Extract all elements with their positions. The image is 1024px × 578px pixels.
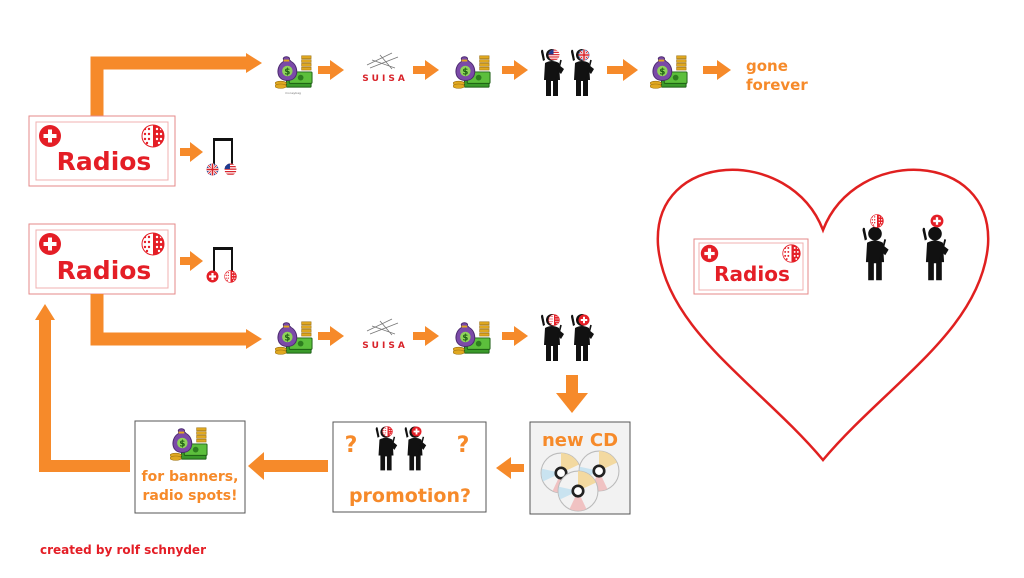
radios-box-heart: Radios: [693, 238, 809, 295]
arrow-left-icon: [248, 452, 328, 480]
radios-label: Radios: [714, 262, 790, 286]
radios-box-top: Radios: [28, 115, 176, 187]
gone-forever-line1: gone: [746, 57, 788, 75]
swiss-singers: [540, 313, 595, 362]
radios-box-bottom: Radios: [28, 223, 176, 295]
valais-flag-icon: [224, 270, 237, 283]
radios-label: Radios: [57, 256, 152, 285]
credit-text: created by rolf schnyder: [40, 543, 206, 557]
swiss-flag-icon: [39, 125, 61, 147]
money-bag-icon: [275, 320, 313, 356]
foreign-singers: [540, 48, 595, 97]
heart-singers: [861, 214, 950, 282]
arrow-icon: [318, 60, 344, 80]
uk-flag-icon: [206, 163, 219, 176]
arrow-icon: [607, 59, 638, 81]
swiss-flag-icon: [578, 314, 590, 326]
arrow-radios-to-money-2: [90, 294, 248, 346]
arrow-icon: [413, 60, 439, 80]
swiss-flag-icon: [411, 426, 422, 437]
music-note-swiss: [206, 247, 237, 283]
suisa-label: SUISA: [362, 341, 408, 351]
arrow-icon: [703, 60, 731, 80]
music-note-icon: [213, 247, 233, 273]
svg-text:moneybag: moneybag: [285, 91, 301, 95]
arrow-icon: [180, 251, 203, 271]
arrow-down-icon: [556, 375, 588, 413]
arrow-banners-to-radios: [39, 318, 130, 472]
money-bag-icon: [453, 320, 491, 356]
banners-label-line1: for banners,: [142, 469, 239, 485]
promotion-label: promotion?: [349, 485, 471, 507]
music-note-foreign: [206, 138, 237, 176]
swiss-flag-icon: [930, 214, 944, 228]
swiss-flag-icon: [206, 270, 219, 283]
arrow-icon: [318, 326, 344, 346]
arrow-head-icon: [35, 304, 55, 320]
money-bag-icon: [453, 54, 491, 90]
arrow-icon: [502, 326, 528, 346]
valais-flag-icon: [870, 214, 884, 228]
money-bag-icon: [275, 54, 313, 90]
arrow-icon: [180, 142, 203, 162]
arrow-left-icon: [496, 457, 524, 479]
new-cd-box: new CD: [529, 421, 631, 515]
arrow-head-icon: [246, 329, 262, 349]
banners-box: for banners, radio spots!: [134, 420, 246, 514]
singer-icon: [921, 225, 950, 282]
arrow-icon: [413, 326, 439, 346]
radios-label: Radios: [57, 147, 152, 176]
promotion-box: ? ? promotion?: [332, 421, 487, 513]
gone-forever-line2: forever: [746, 76, 808, 94]
suisa-label: SUISA: [362, 74, 408, 84]
swiss-flag-icon: [700, 244, 719, 263]
suisa-logo: SUISA: [362, 318, 408, 351]
music-note-icon: [213, 138, 233, 164]
money-bag-icon: [650, 54, 688, 90]
swiss-flag-icon: [39, 233, 61, 255]
arrow-radios-to-money: [90, 56, 248, 116]
banners-label-line2: radio spots!: [142, 488, 237, 504]
us-flag-icon: [224, 163, 237, 176]
heart-icon: [656, 168, 990, 462]
singer-icon: [861, 225, 890, 282]
question-mark-right: ?: [457, 433, 470, 458]
new-cd-label: new CD: [542, 430, 618, 451]
suisa-logo: SUISA: [362, 52, 408, 84]
arrow-icon: [502, 60, 528, 80]
question-mark-left: ?: [345, 433, 358, 458]
cd-icon: [557, 470, 599, 512]
arrow-head-icon: [246, 53, 262, 73]
